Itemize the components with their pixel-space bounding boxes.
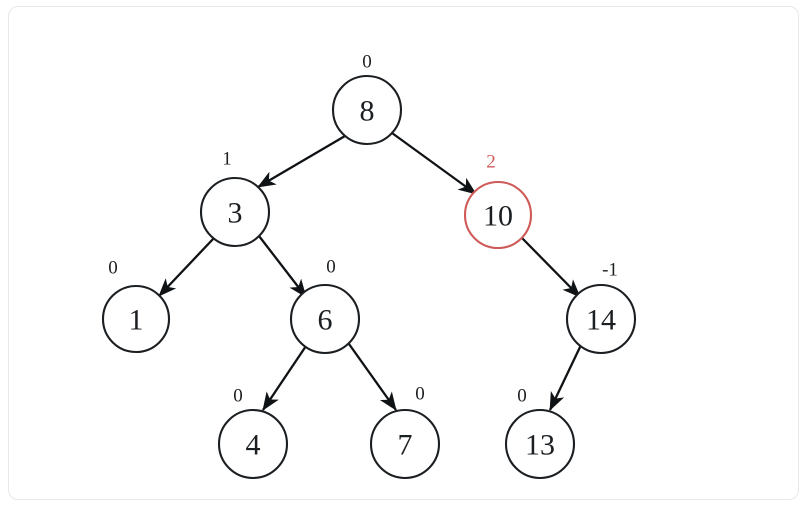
tree-edge-8-to-10 bbox=[391, 132, 477, 195]
tree-node-4[interactable]: 40 bbox=[217, 386, 289, 480]
tree-node-10[interactable]: 10 2 bbox=[463, 152, 533, 250]
tree-node-8[interactable]: 80 bbox=[331, 52, 403, 146]
node-circle-13[interactable] bbox=[504, 408, 576, 480]
node-value-14: 14 bbox=[586, 304, 616, 337]
balance-factor-3: 1 bbox=[222, 149, 232, 170]
tree-edge-6-to-7 bbox=[348, 343, 397, 411]
tree-edge-14-to-13 bbox=[548, 344, 583, 411]
balance-factor-10: 2 bbox=[486, 152, 496, 173]
tree-edge-3-to-1 bbox=[158, 237, 215, 297]
node-value-3: 3 bbox=[228, 197, 243, 230]
node-value-7: 7 bbox=[398, 429, 413, 462]
node-value-10: 10 bbox=[483, 200, 513, 233]
balance-factor-1: 0 bbox=[108, 258, 118, 279]
balance-factor-7: 0 bbox=[415, 384, 425, 405]
tree-edge-6-to-4 bbox=[262, 345, 307, 411]
balance-factor-8: 0 bbox=[362, 52, 372, 73]
tree-node-7[interactable]: 70 bbox=[369, 384, 441, 480]
node-circle-10[interactable] bbox=[463, 180, 533, 250]
balance-factor-6: 0 bbox=[326, 257, 336, 278]
tree-edge-8-to-3 bbox=[257, 135, 346, 188]
node-value-13: 13 bbox=[525, 429, 555, 462]
node-circle-1[interactable] bbox=[101, 284, 171, 354]
balance-factor-13: 0 bbox=[517, 386, 527, 407]
node-circle-3[interactable] bbox=[199, 176, 271, 248]
node-circle-14[interactable] bbox=[565, 283, 637, 355]
tree-node-14[interactable]: 14 -1 bbox=[565, 260, 637, 355]
node-circle-8[interactable] bbox=[331, 74, 403, 146]
tree-node-6[interactable]: 60 bbox=[289, 257, 361, 355]
tree-node-13[interactable]: 13 0 bbox=[504, 386, 576, 480]
balance-factor-4: 0 bbox=[233, 386, 243, 407]
tree-edge-3-to-6 bbox=[258, 235, 307, 298]
balance-factor-14: -1 bbox=[602, 260, 618, 281]
tree-edges bbox=[158, 132, 583, 411]
tree-node-3[interactable]: 31 bbox=[199, 149, 271, 248]
node-circle-4[interactable] bbox=[217, 408, 289, 480]
tree-node-1[interactable]: 10 bbox=[101, 258, 171, 354]
node-value-1: 1 bbox=[129, 304, 144, 337]
node-value-4: 4 bbox=[246, 429, 261, 462]
node-value-8: 8 bbox=[360, 95, 375, 128]
node-circle-7[interactable] bbox=[369, 408, 441, 480]
tree-edge-10-to-14 bbox=[521, 237, 581, 298]
node-value-6: 6 bbox=[318, 304, 333, 337]
node-circle-6[interactable] bbox=[289, 283, 361, 355]
